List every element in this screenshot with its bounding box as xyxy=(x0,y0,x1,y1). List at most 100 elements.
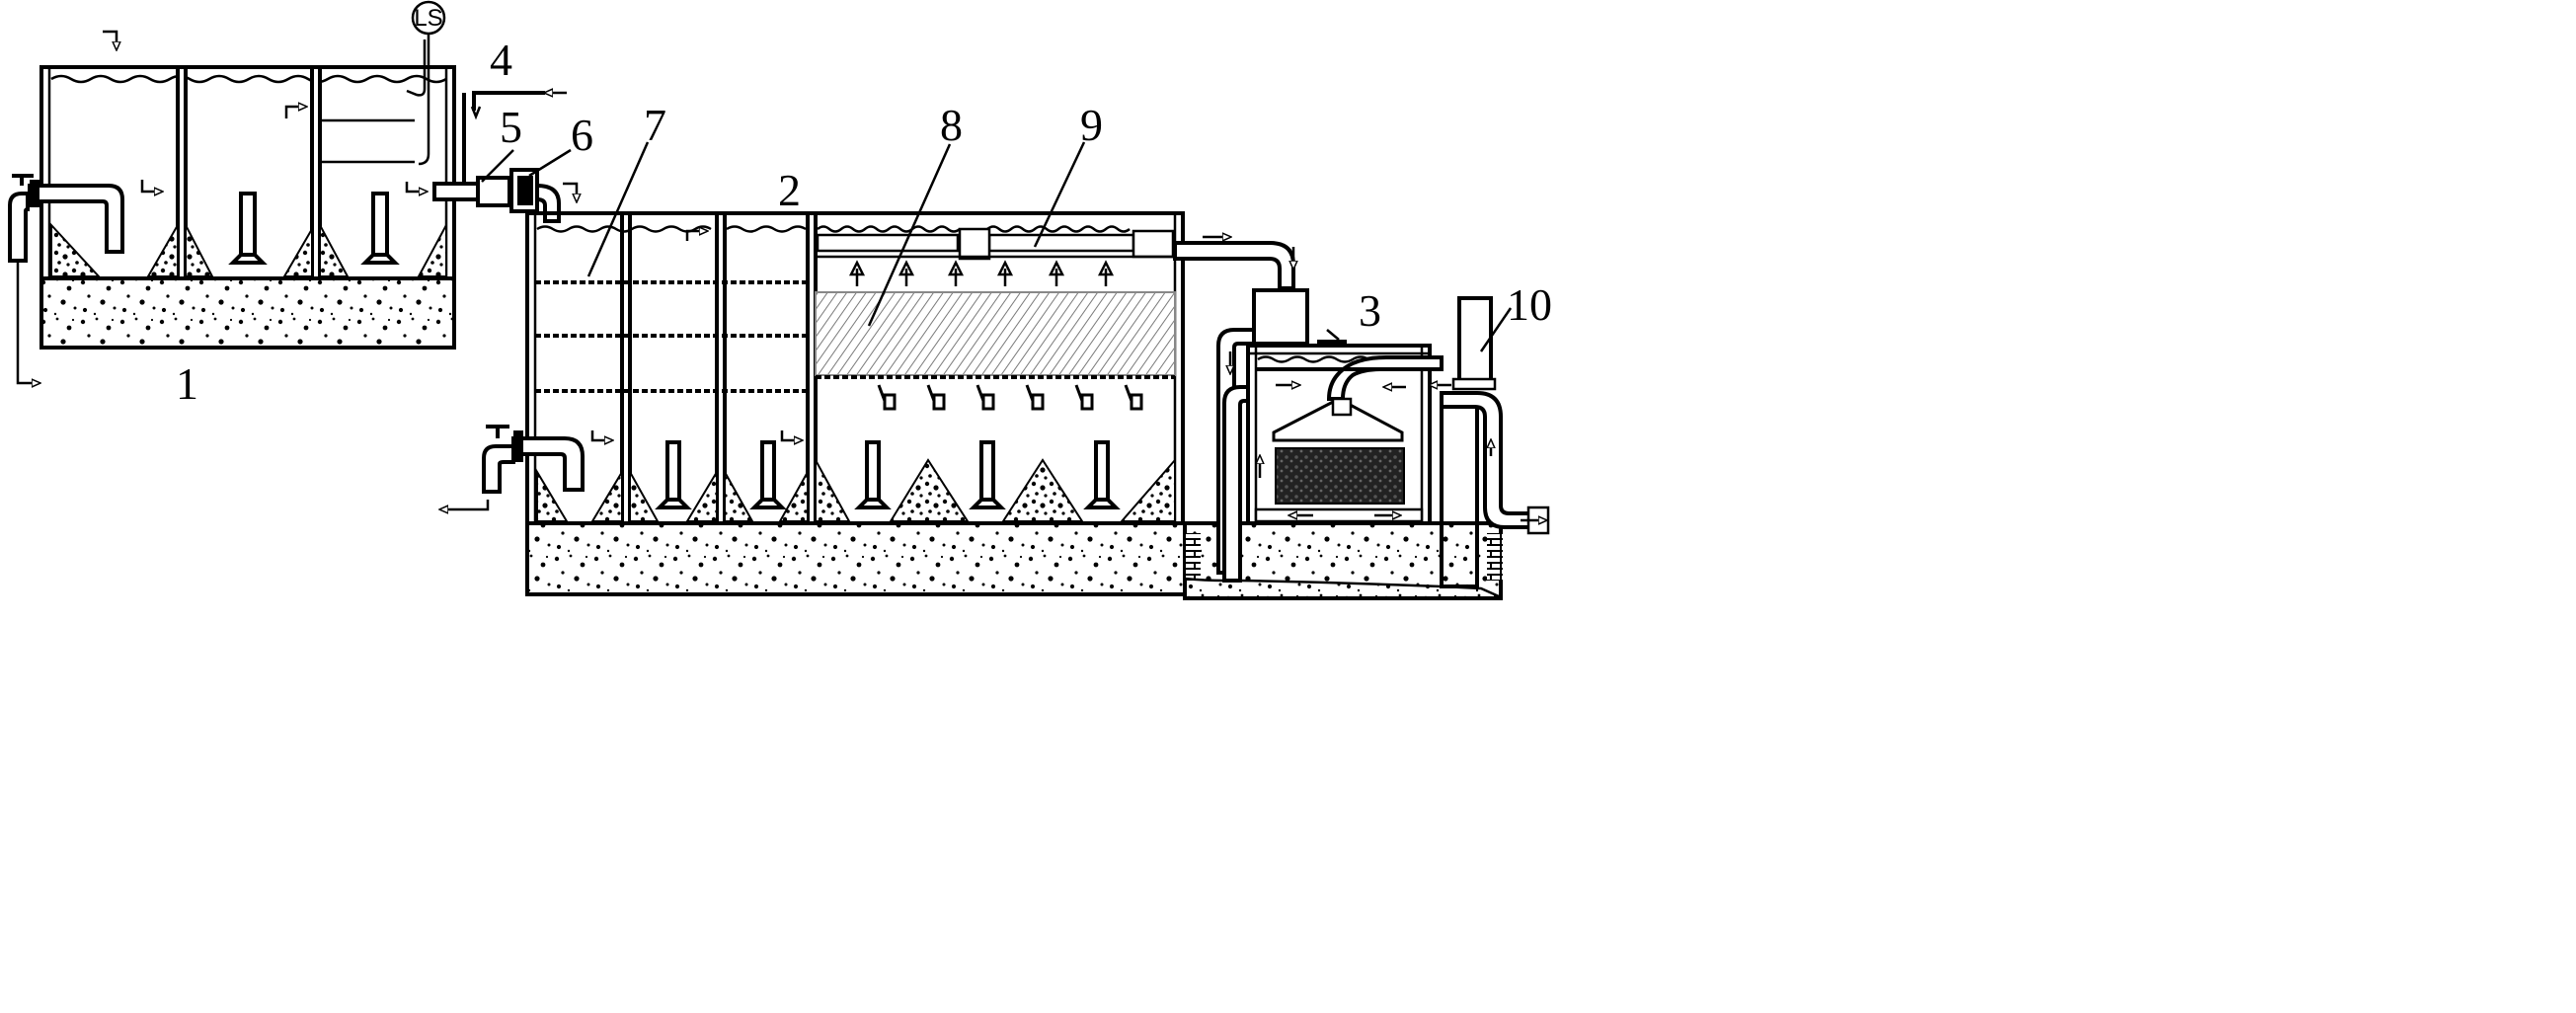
leader-line-9 xyxy=(1033,141,1086,248)
brick-pier xyxy=(1185,533,1201,581)
pipe-flange xyxy=(30,180,39,207)
water-surface xyxy=(50,74,447,84)
label-9: 9 xyxy=(1080,100,1103,150)
sludge-hopper xyxy=(417,224,447,277)
sludge-discharge-pipe xyxy=(482,444,515,494)
effluent-collection-trough xyxy=(816,225,1175,261)
feed-arrow xyxy=(563,182,577,201)
partition-wall xyxy=(620,211,632,525)
sludge-outlet-pipe xyxy=(511,436,585,492)
level-switch-cable xyxy=(406,34,430,166)
filter-media xyxy=(1275,447,1405,505)
filter-unit-3 xyxy=(1183,288,1550,600)
label-5: 5 xyxy=(500,102,522,152)
sludge-hopper xyxy=(590,468,623,522)
tank-2-wall xyxy=(525,211,1185,525)
sludge-hopper xyxy=(50,222,102,277)
flow-arrow xyxy=(284,107,306,118)
leader-line-10 xyxy=(1479,307,1513,352)
label-4: 4 xyxy=(490,35,512,85)
ground-line xyxy=(1184,577,1500,598)
tank-1 xyxy=(8,30,456,383)
flow-arrow xyxy=(780,430,802,440)
tank-2 xyxy=(440,211,1295,596)
top-valve xyxy=(1317,340,1347,346)
sludge-hopper xyxy=(1001,458,1084,522)
gas-collector-cap xyxy=(1451,377,1497,391)
label-2: 2 xyxy=(778,165,801,215)
effluent-pipe xyxy=(1173,241,1295,290)
sludge-hopper xyxy=(889,458,970,522)
level-switch-label: LS xyxy=(414,5,442,32)
top-valve-handle xyxy=(1326,329,1340,341)
sludge-hopper xyxy=(629,468,660,522)
partition-wall xyxy=(715,211,727,525)
leader-line-8 xyxy=(867,143,952,327)
tank-2-foundation xyxy=(525,521,1189,596)
label-3: 3 xyxy=(1359,285,1381,336)
label-10: 10 xyxy=(1507,279,1552,330)
inflow-arrow xyxy=(103,30,117,49)
partition-wall xyxy=(176,65,188,280)
sludge-hopper xyxy=(685,468,718,522)
sludge-discharge-arrow xyxy=(440,500,490,509)
label-6: 6 xyxy=(571,110,593,160)
flow-arrow xyxy=(685,231,707,241)
pipe-flange xyxy=(513,430,523,462)
filter-inlet-box xyxy=(1252,288,1309,346)
draft-tube xyxy=(239,192,257,259)
filter-hood xyxy=(1272,397,1404,442)
tank-1-foundation xyxy=(39,276,456,350)
flow-arrow xyxy=(590,430,612,440)
feed-line xyxy=(432,91,577,223)
brick-pier xyxy=(1487,533,1503,581)
draft-tube-bell xyxy=(228,253,268,265)
label-7: 7 xyxy=(644,100,666,150)
valve-handle xyxy=(12,174,34,186)
sludge-hopper xyxy=(724,468,754,522)
valve-handle xyxy=(486,425,509,438)
outlet-pipe xyxy=(28,184,124,254)
leader-line-6 xyxy=(528,148,572,178)
partition-wall xyxy=(310,65,322,280)
sludge-hopper xyxy=(815,459,851,522)
flow-arrow xyxy=(405,182,427,192)
pump-impeller xyxy=(517,176,533,205)
partition-wall xyxy=(806,211,818,525)
leader-lines xyxy=(481,141,1513,352)
level-switch: LS xyxy=(411,0,446,36)
backwash-pump xyxy=(1331,397,1353,417)
gas-collector-10 xyxy=(1457,296,1493,385)
draft-tube xyxy=(371,192,389,259)
level-switch-circle xyxy=(411,0,446,36)
water-surface xyxy=(536,225,807,233)
biofilm-carrier-frames xyxy=(535,280,808,393)
label-1: 1 xyxy=(176,358,198,409)
draft-tube-bell xyxy=(360,253,400,265)
upflow-arrows xyxy=(848,260,1115,286)
leader-line-5 xyxy=(481,149,514,183)
sludge-hopper xyxy=(1119,457,1176,522)
underdrain xyxy=(1254,507,1424,523)
sludge-hopper xyxy=(778,468,809,522)
distribution-pipe xyxy=(1256,355,1444,401)
pump-outlet-pipe xyxy=(535,183,561,223)
inclined-tube-settler xyxy=(815,291,1176,376)
outlet-pipe xyxy=(1440,391,1542,529)
sludge-hopper xyxy=(146,221,179,277)
dosing-arrow xyxy=(470,106,482,120)
sludge-hopper xyxy=(536,468,569,522)
sludge-hopper xyxy=(185,224,214,277)
leader-line-7 xyxy=(586,141,650,277)
tank-1-wall xyxy=(39,65,456,280)
inlet-pipe xyxy=(432,182,480,201)
sludge-hopper xyxy=(282,225,313,277)
dosing-line xyxy=(472,91,545,111)
aerators xyxy=(877,384,1143,411)
discharge-pipe xyxy=(8,192,30,263)
sludge-hopper xyxy=(319,224,350,277)
label-8: 8 xyxy=(940,100,963,150)
flow-arrow xyxy=(140,180,162,192)
draft-tubes xyxy=(655,440,1121,509)
